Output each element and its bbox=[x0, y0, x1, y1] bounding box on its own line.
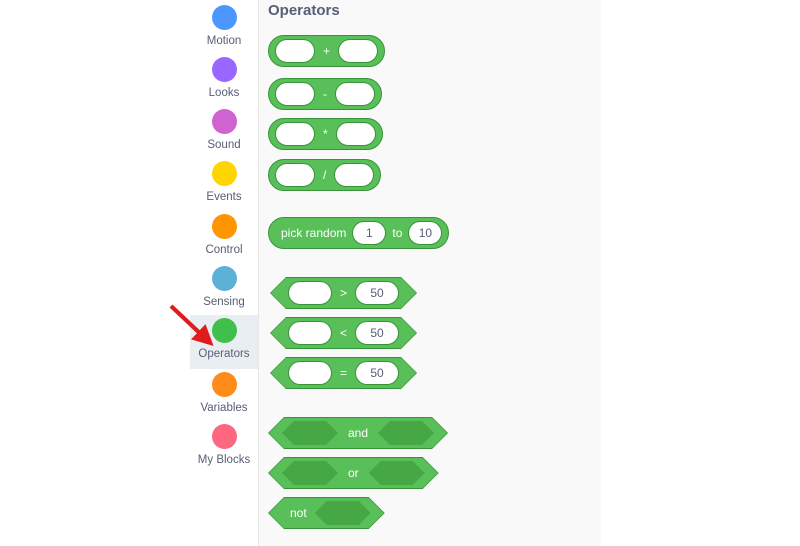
operator-pick-random-block[interactable]: pick random 1 to 10 bbox=[268, 217, 450, 249]
operand-right-input[interactable]: 50 bbox=[355, 361, 399, 385]
logic-operator-label: and bbox=[348, 426, 369, 440]
operator-multiply-block[interactable]: * bbox=[268, 118, 383, 150]
operator-symbol: / bbox=[323, 168, 327, 182]
operator-greater-than-block[interactable]: > 50 bbox=[270, 277, 417, 309]
sound-category-icon bbox=[211, 109, 237, 134]
sidebar-item-label: Looks bbox=[208, 87, 240, 99]
pick-random-prefix-label: pick random bbox=[281, 226, 347, 240]
boolean-left-slot[interactable] bbox=[282, 461, 338, 485]
sidebar-item-label: Events bbox=[206, 191, 242, 203]
operator-not-block[interactable]: not bbox=[268, 497, 385, 529]
sensing-category-icon bbox=[211, 266, 237, 291]
sidebar-item-label: Operators bbox=[198, 348, 250, 360]
sidebar-item-sensing[interactable]: Sensing bbox=[190, 263, 258, 317]
sidebar-item-looks[interactable]: Looks bbox=[190, 54, 258, 108]
sidebar-item-control[interactable]: Control bbox=[190, 211, 258, 265]
sidebar-item-events[interactable]: Events bbox=[190, 158, 258, 212]
operators-category-icon bbox=[211, 318, 237, 343]
sidebar-item-label: Variables bbox=[200, 402, 248, 414]
operator-divide-block[interactable]: / bbox=[268, 159, 382, 191]
sidebar-item-motion[interactable]: Motion bbox=[190, 2, 258, 56]
sidebar-item-variables[interactable]: Variables bbox=[190, 369, 258, 423]
control-category-icon bbox=[211, 214, 237, 239]
operator-add-block[interactable]: + bbox=[268, 35, 386, 67]
boolean-left-slot[interactable] bbox=[282, 421, 338, 445]
operand-right-input[interactable] bbox=[334, 163, 375, 187]
sidebar-item-operators[interactable]: Operators bbox=[190, 315, 258, 369]
pick-random-to-label: to bbox=[392, 226, 403, 240]
operator-symbol: - bbox=[323, 87, 327, 101]
sidebar-item-label: Motion bbox=[206, 35, 242, 47]
operand-right-input[interactable] bbox=[335, 122, 376, 146]
boolean-right-slot[interactable] bbox=[369, 461, 425, 485]
pick-random-to-input[interactable]: 10 bbox=[408, 221, 443, 245]
looks-category-icon bbox=[211, 57, 237, 82]
sidebar-item-my-blocks[interactable]: My Blocks bbox=[190, 421, 258, 475]
motion-category-icon bbox=[211, 5, 237, 30]
my-blocks-category-icon bbox=[211, 424, 237, 449]
sidebar-item-label: My Blocks bbox=[197, 454, 251, 466]
operand-left-input[interactable] bbox=[288, 361, 332, 385]
logic-operator-label: or bbox=[348, 466, 359, 480]
boolean-right-slot[interactable] bbox=[378, 421, 434, 445]
operand-right-input[interactable] bbox=[335, 82, 375, 106]
operand-left-input[interactable] bbox=[275, 163, 315, 187]
operator-less-than-block[interactable]: < 50 bbox=[270, 317, 417, 349]
operator-or-block[interactable]: or bbox=[268, 457, 439, 489]
sidebar-item-label: Sensing bbox=[203, 296, 245, 308]
operand-left-input[interactable] bbox=[288, 321, 332, 345]
logic-operator-label: not bbox=[290, 506, 307, 520]
pick-random-from-input[interactable]: 1 bbox=[352, 221, 387, 245]
operand-right-input[interactable]: 50 bbox=[355, 321, 399, 345]
operator-symbol: = bbox=[340, 366, 348, 380]
sidebar-item-label: Sound bbox=[207, 139, 241, 151]
palette-title: Operators bbox=[268, 2, 340, 19]
operand-left-input[interactable] bbox=[275, 122, 315, 146]
operator-symbol: < bbox=[340, 326, 348, 340]
sidebar-item-sound[interactable]: Sound bbox=[190, 106, 258, 160]
operand-right-input[interactable]: 50 bbox=[355, 281, 399, 305]
block-category-sidebar: Motion Looks Sound Events Control Sensin… bbox=[190, 0, 259, 546]
variables-category-icon bbox=[211, 372, 237, 397]
operator-and-block[interactable]: and bbox=[268, 417, 448, 449]
operand-right-input[interactable] bbox=[338, 39, 379, 63]
operator-equals-block[interactable]: = 50 bbox=[270, 357, 417, 389]
operator-symbol: > bbox=[340, 286, 348, 300]
boolean-operand-slot[interactable] bbox=[315, 501, 371, 525]
operator-subtract-block[interactable]: - bbox=[268, 78, 382, 110]
events-category-icon bbox=[211, 161, 237, 186]
operator-symbol: + bbox=[323, 44, 331, 58]
sidebar-item-label: Control bbox=[205, 244, 243, 256]
operand-left-input[interactable] bbox=[275, 82, 315, 106]
operand-left-input[interactable] bbox=[275, 39, 315, 63]
operator-symbol: * bbox=[323, 127, 328, 141]
operand-left-input[interactable] bbox=[288, 281, 332, 305]
